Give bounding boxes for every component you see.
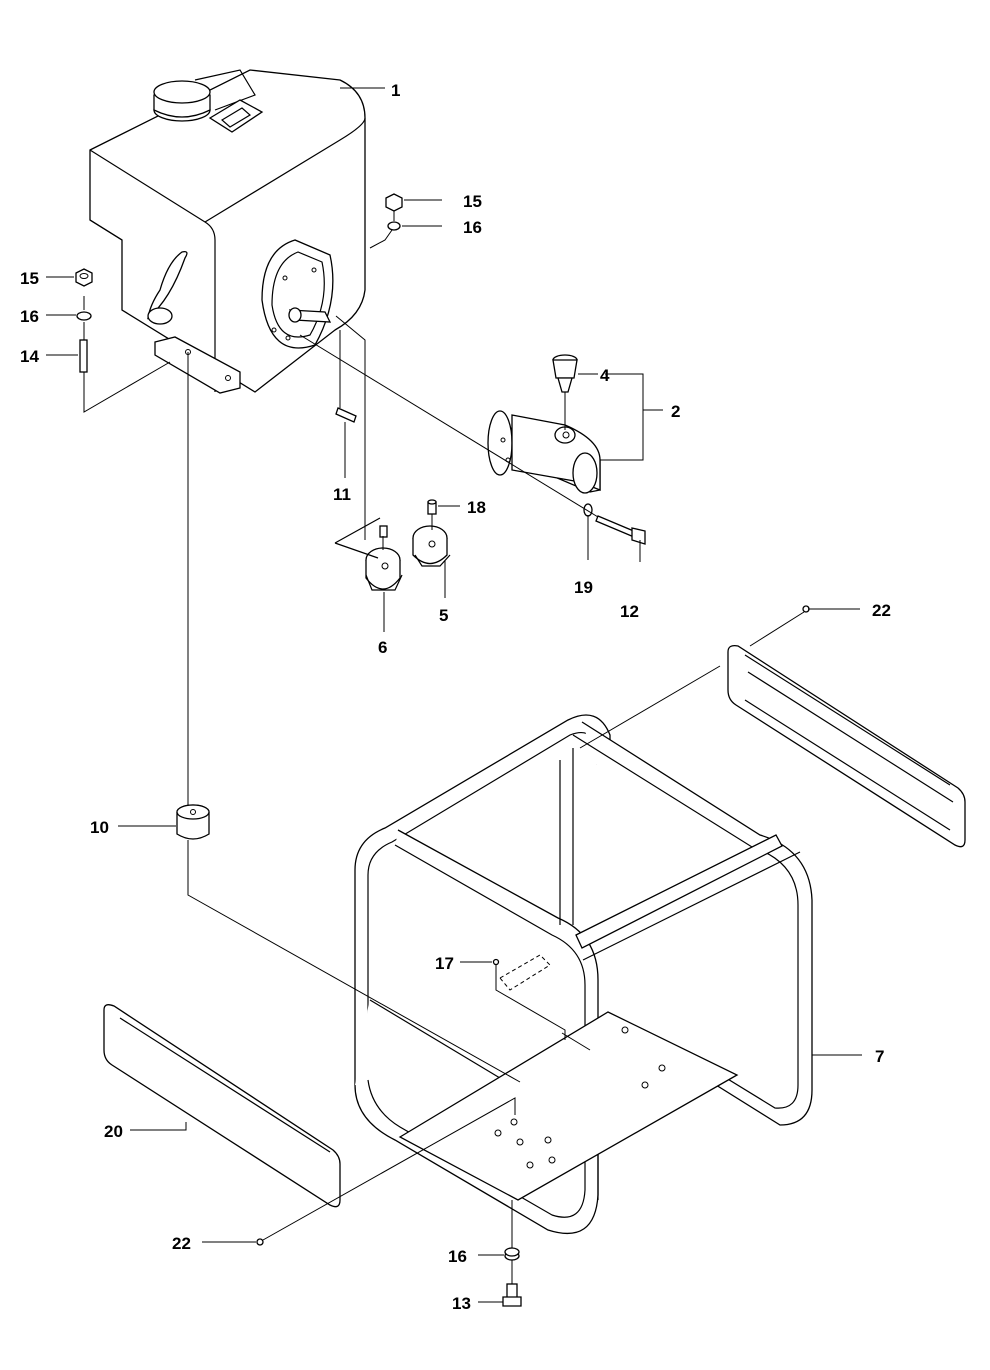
rivet-17 <box>492 958 500 966</box>
callout-13: 13 <box>452 1294 471 1313</box>
bolt-13 <box>502 1283 522 1307</box>
coupling-leader <box>334 517 381 559</box>
assembly-lines <box>83 211 805 1284</box>
callout-4: 4 <box>600 366 610 385</box>
stud-14 <box>79 339 88 373</box>
callout-5: 5 <box>439 606 448 625</box>
nut-15-left <box>75 268 93 287</box>
rubber-mount-10 <box>176 804 210 840</box>
callout-leaders <box>46 87 862 1303</box>
drain-plug <box>552 354 578 393</box>
coupling-half-5 <box>412 525 451 567</box>
callout-labels: 1 15 16 15 16 14 4 2 11 18 19 12 5 6 22 … <box>20 81 891 1313</box>
callout-18: 18 <box>467 498 486 517</box>
callout-16-bottom: 16 <box>448 1247 467 1266</box>
key-pin <box>335 407 357 423</box>
callout-12: 12 <box>620 602 639 621</box>
rivet-22-bottom <box>256 1238 264 1246</box>
set-screw-18 <box>427 499 437 515</box>
washer-16-bottom <box>504 1247 520 1261</box>
callout-19: 19 <box>574 578 593 597</box>
callout-15-right: 15 <box>463 192 482 211</box>
callout-7: 7 <box>875 1047 884 1066</box>
callout-2: 2 <box>671 402 680 421</box>
washer-16-left <box>76 311 92 321</box>
callout-16-left: 16 <box>20 307 39 326</box>
callout-20: 20 <box>104 1122 123 1141</box>
callout-14: 14 <box>20 347 39 366</box>
set-screw-6 <box>379 525 388 538</box>
washer-19 <box>583 503 593 517</box>
callout-22-top: 22 <box>872 601 891 620</box>
side-panel-20 <box>103 1004 341 1208</box>
callout-16-right: 16 <box>463 218 482 237</box>
callout-10: 10 <box>90 818 109 837</box>
coupling-half-6 <box>365 547 403 591</box>
callout-22-bottom: 22 <box>172 1234 191 1253</box>
tube-frame <box>354 714 813 1235</box>
side-panel-right <box>727 644 966 848</box>
callout-15-left: 15 <box>20 269 39 288</box>
callout-1: 1 <box>391 81 400 100</box>
nut-15-right <box>385 193 403 212</box>
callout-6: 6 <box>378 638 387 657</box>
callout-11: 11 <box>333 485 351 504</box>
callout-17: 17 <box>435 954 454 973</box>
bolt-12 <box>595 515 646 545</box>
washer-16-right <box>387 221 401 231</box>
pump-housing <box>487 410 601 494</box>
engine-housing <box>89 69 366 394</box>
